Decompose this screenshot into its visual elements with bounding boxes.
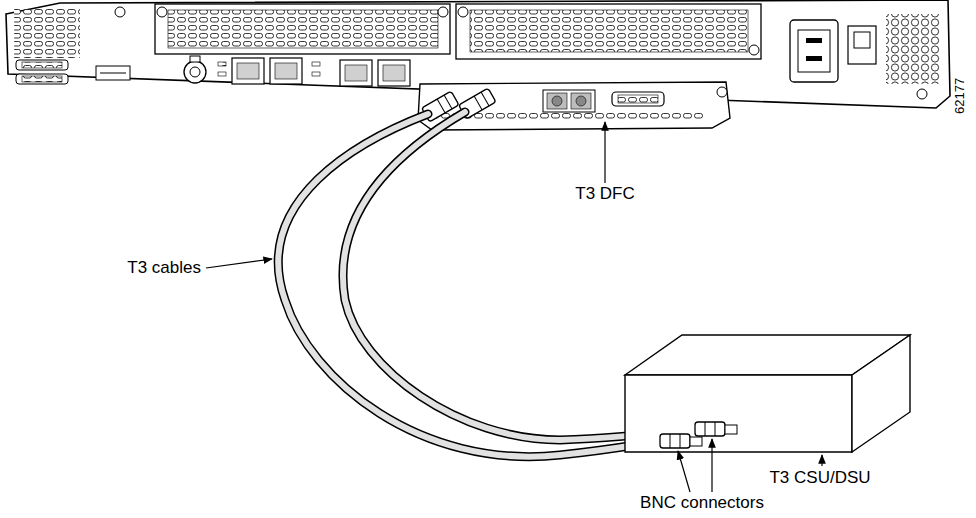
figure-number: 62177 — [952, 78, 968, 114]
leader-arrow — [604, 122, 605, 183]
leader-arrow — [711, 439, 712, 492]
callout-label: BNC connectors — [640, 493, 764, 513]
leader-arrow — [821, 455, 822, 466]
callout-label: T3 CSU/DSU — [769, 468, 870, 488]
leader-arrow — [206, 259, 272, 268]
callout-label: T3 DFC — [575, 184, 635, 204]
callout-label: T3 cables — [127, 258, 201, 278]
leader-arrow — [678, 451, 690, 492]
